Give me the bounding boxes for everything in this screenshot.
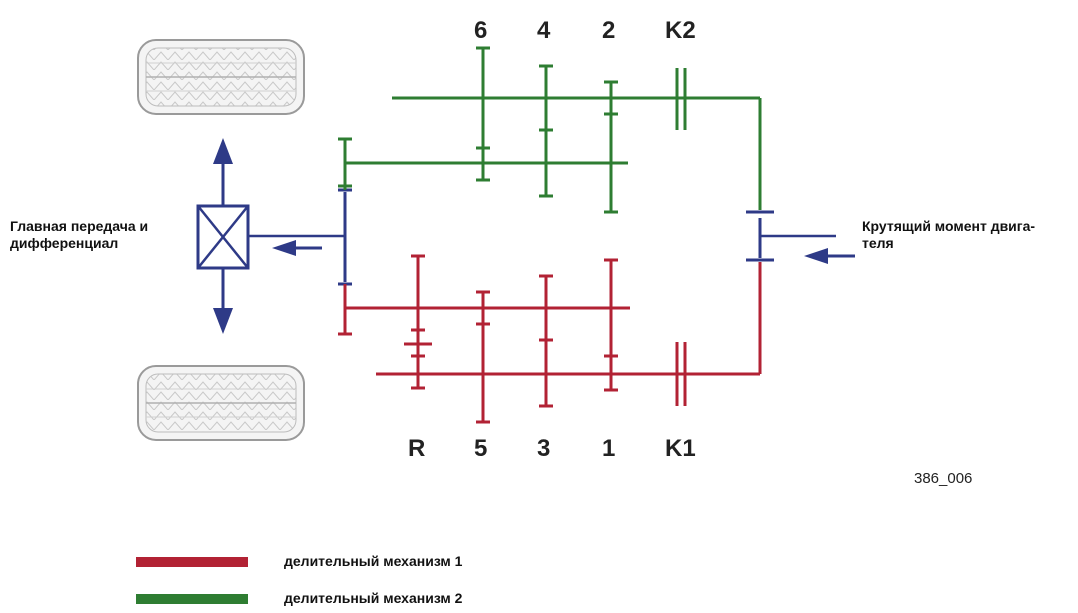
gear-5 <box>476 290 490 424</box>
gear-r <box>404 254 432 390</box>
gear-2 <box>604 80 618 214</box>
gear-label-4: 4 <box>537 17 551 44</box>
engine-torque-label-line2: теля <box>862 235 894 251</box>
subsystem-2-gearset <box>338 46 762 214</box>
gear-label-5: 5 <box>474 435 488 462</box>
gear-label-r: R <box>408 435 426 462</box>
gear-1 <box>604 258 618 392</box>
final-drive-label-line2: дифференциал <box>10 235 119 251</box>
gear-6 <box>476 46 490 182</box>
final-drive-label: Главная передача и дифференциал <box>10 218 148 252</box>
legend-swatch-subsystem-1 <box>136 557 248 567</box>
arrow-down-icon <box>213 308 233 334</box>
gear-4 <box>539 64 553 198</box>
tire-bottom-icon <box>137 365 305 441</box>
arrow-left-icon <box>272 240 296 256</box>
gear-label-k1: K1 <box>665 435 696 462</box>
gear-label-k2: K2 <box>665 17 696 44</box>
legend-swatch-subsystem-2 <box>136 594 248 604</box>
gear-3 <box>539 274 553 408</box>
gear-label-3: 3 <box>537 435 551 462</box>
subsystem-1-gearset <box>338 254 762 424</box>
gear-label-2: 2 <box>602 17 616 44</box>
legend-label-subsystem-2: делительный механизм 2 <box>284 590 463 606</box>
arrow-torque-input-icon <box>804 248 828 264</box>
figure-id: 386_006 <box>914 470 973 487</box>
engine-torque-label: Крутящий момент двига- теля <box>862 218 1035 252</box>
legend-label-subsystem-1: делительный механизм 1 <box>284 553 463 569</box>
final-drive-differential <box>196 138 855 334</box>
gear-label-1: 1 <box>602 435 616 462</box>
final-drive-label-line1: Главная передача и <box>10 218 149 234</box>
engine-torque-label-line1: Крутящий момент двига- <box>862 218 1036 234</box>
arrow-up-icon <box>213 138 233 164</box>
gear-label-6: 6 <box>474 17 488 44</box>
tire-top-icon <box>137 39 305 115</box>
